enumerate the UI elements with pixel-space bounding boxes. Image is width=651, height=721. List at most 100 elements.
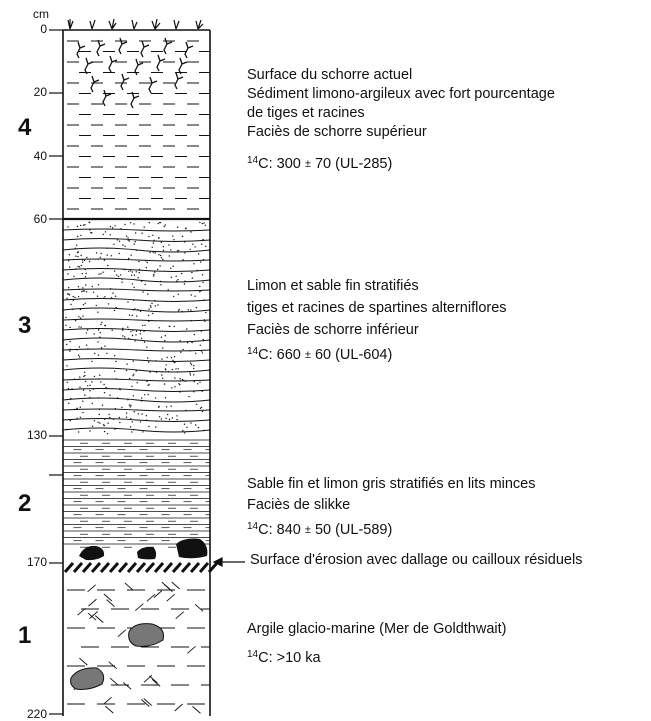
sand-dot	[171, 368, 174, 371]
sand-dot	[98, 378, 100, 380]
sand-dot	[173, 325, 175, 328]
clast-tick	[105, 705, 114, 714]
sand-dot	[124, 269, 126, 271]
sand-dot	[106, 247, 109, 249]
sand-dot	[196, 269, 198, 272]
clast-tick	[151, 679, 161, 687]
sand-dot	[167, 289, 169, 291]
sand-dot	[78, 316, 80, 318]
sand-dot	[84, 394, 86, 396]
clast-tick	[192, 706, 201, 714]
vegetation-symbols	[67, 18, 204, 30]
sand-dot	[165, 417, 167, 419]
sand-dot	[143, 341, 146, 343]
sand-dot	[151, 246, 153, 248]
sand-dot	[78, 346, 81, 348]
sand-dot	[178, 308, 180, 311]
sand-dot	[80, 326, 82, 328]
root-symbol	[148, 76, 158, 94]
sand-dot	[205, 311, 207, 314]
sand-dot	[116, 239, 119, 241]
sand-dot	[165, 406, 168, 408]
sand-dot	[111, 227, 114, 229]
sand-dot	[79, 317, 82, 319]
lamina-line	[63, 367, 210, 373]
sand-dot	[155, 371, 158, 373]
root-symbol	[130, 91, 140, 109]
sand-dot	[110, 255, 113, 257]
sand-dot	[184, 252, 186, 254]
sand-dot	[114, 225, 116, 227]
root-symbol	[84, 57, 94, 75]
clast-tick	[109, 677, 119, 686]
lamina-line	[63, 418, 210, 422]
sand-dot	[163, 383, 166, 385]
sand-dot	[107, 422, 109, 424]
sand-dot	[113, 270, 116, 272]
sand-dot	[160, 254, 162, 257]
sand-dot	[173, 356, 176, 358]
sand-dot	[65, 324, 67, 326]
sand-dot	[180, 272, 183, 275]
clast-tick	[103, 696, 112, 705]
erosion-hatch-stroke	[189, 562, 201, 573]
sand-dot	[132, 329, 134, 332]
sand-dot	[202, 281, 204, 284]
sand-dot	[173, 239, 175, 241]
clast-tick	[143, 698, 152, 706]
clast-tick	[153, 590, 163, 598]
sand-dot	[99, 336, 101, 338]
sand-dot	[106, 254, 108, 256]
sand-dot	[176, 415, 178, 417]
sand-dot	[97, 397, 100, 399]
sand-dot	[68, 293, 70, 295]
sand-dot	[135, 271, 137, 273]
sand-dot	[203, 222, 205, 224]
sand-dot	[121, 278, 123, 281]
erosion-surface-note: Surface d'érosion avec dallage ou caillo…	[250, 552, 583, 568]
sand-dot	[76, 244, 78, 246]
sand-dot	[139, 333, 141, 335]
sand-dot	[91, 360, 93, 363]
sand-dot	[200, 330, 202, 332]
sand-dot	[72, 295, 74, 298]
sand-dot	[77, 265, 79, 268]
sand-dot	[88, 260, 91, 263]
sand-dot	[150, 306, 152, 308]
sand-dot	[201, 410, 204, 413]
sand-dot	[87, 348, 89, 350]
sand-dot	[84, 224, 86, 226]
sand-dot	[172, 359, 174, 362]
sand-dot	[143, 226, 145, 228]
sand-dot	[127, 328, 130, 331]
sand-dot	[76, 251, 79, 254]
sand-dot	[135, 334, 137, 336]
sand-dot	[86, 344, 88, 346]
sand-dot	[201, 274, 204, 276]
sand-dot	[175, 368, 177, 370]
sand-dot	[106, 352, 108, 354]
unit-1-radiocarbon-date: 14C: >10 ka	[247, 649, 321, 666]
sand-dot	[99, 331, 101, 334]
sand-dot	[129, 338, 131, 340]
sand-dot	[113, 243, 115, 245]
sand-dot	[186, 426, 188, 428]
sand-dot	[184, 380, 187, 382]
sand-dot	[109, 288, 112, 290]
sand-dot	[170, 405, 172, 407]
sand-dot	[125, 412, 128, 414]
sand-dot	[118, 240, 121, 242]
sand-dot	[121, 406, 123, 409]
sand-dot	[83, 259, 86, 262]
sand-dot	[81, 273, 84, 275]
sand-dot	[136, 382, 138, 384]
sand-dot	[155, 360, 157, 362]
sand-dot	[130, 418, 132, 420]
unit-4-line: Surface du schorre actuel	[247, 67, 413, 83]
sand-dot	[75, 255, 77, 257]
sand-dot	[134, 308, 136, 310]
sand-dot	[68, 402, 70, 404]
sand-dot	[183, 379, 185, 382]
sand-dot	[69, 419, 72, 422]
sand-dot	[174, 386, 176, 388]
